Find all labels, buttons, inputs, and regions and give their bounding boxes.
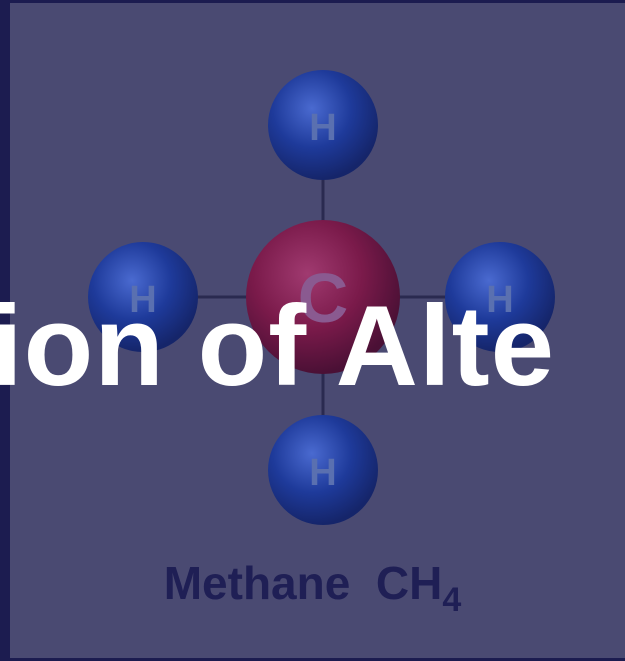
carbon-label: C [298,259,349,337]
caption-subscript: 4 [442,581,462,619]
slide-title: tion of Alte [0,283,555,410]
molecule-caption: Methane CH4 [0,556,625,619]
hydrogen-atom-top [268,70,378,180]
caption-formula: CH [375,557,443,609]
caption-name: Methane [163,557,351,609]
hydrogen-atom-left [88,242,198,352]
hydrogen-label-left: H [129,279,156,321]
hydrogen-label-top: H [309,107,336,149]
hydrogen-label-bottom: H [309,452,336,494]
hydrogen-label-right: H [486,279,513,321]
hydrogen-atom-bottom [268,415,378,525]
hydrogen-atom-right [445,242,555,352]
carbon-atom [246,220,400,374]
